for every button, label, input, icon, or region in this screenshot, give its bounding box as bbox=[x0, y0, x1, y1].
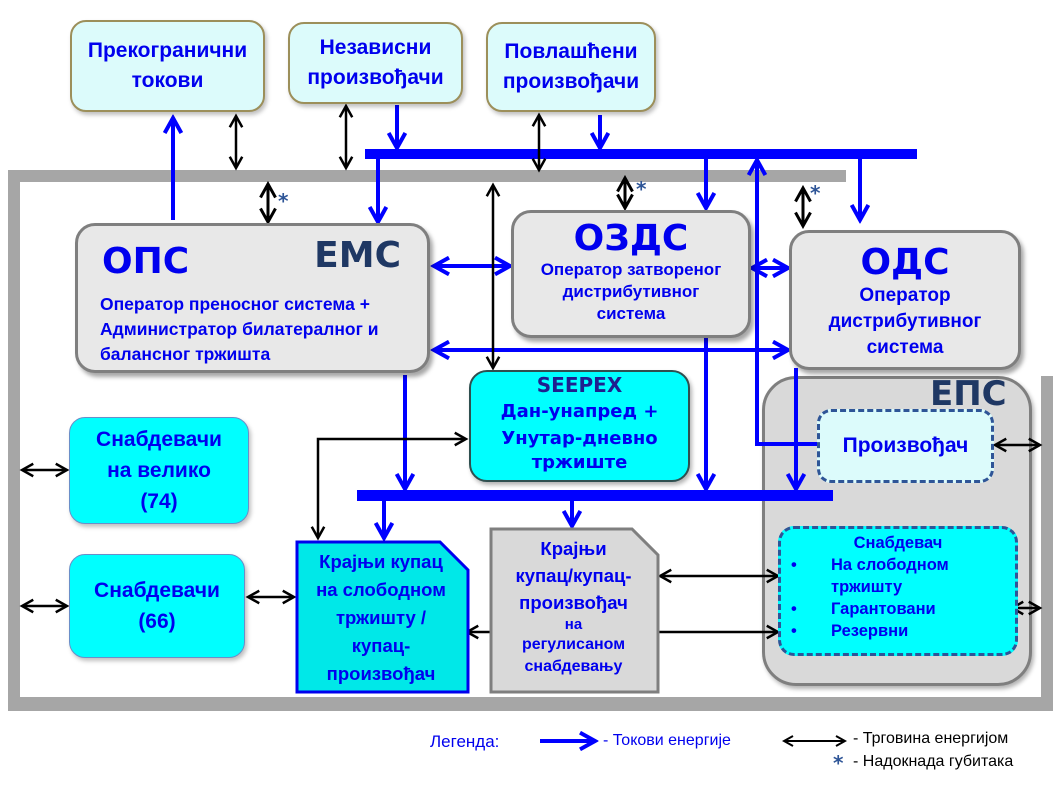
outer-frame-bottom bbox=[8, 697, 1053, 711]
ops-description: Оператор преносног система + Администрат… bbox=[100, 292, 379, 367]
seepex-line3: тржиште bbox=[531, 452, 628, 473]
ods-line2: дистрибутивног bbox=[828, 311, 982, 332]
suppliers-line2: (66) bbox=[138, 610, 176, 633]
ops-box: ОПС ЕМС Оператор преносног система + Адм… bbox=[75, 223, 430, 373]
ops-line2: Администратор билатералног и bbox=[100, 319, 379, 339]
free-customer-box: Крајњи купац на слободном тржишту / купа… bbox=[297, 545, 465, 691]
regulated-line6: снабдевању bbox=[524, 658, 623, 675]
privileged-line1: Повлашћени bbox=[504, 40, 638, 63]
regulated-line2: купац/купац- bbox=[515, 565, 632, 586]
wholesale-line2: на велико bbox=[107, 459, 211, 482]
trade-seepex-free-customer bbox=[318, 439, 466, 538]
supplier-title: Снабдевач bbox=[853, 534, 943, 552]
suppliers-line1: Снабдевачи bbox=[94, 579, 220, 602]
legend-loss-compensation: - Надокнада губитака bbox=[853, 753, 1014, 770]
ozds-line3: система bbox=[596, 304, 666, 323]
top-energy-bus bbox=[365, 149, 917, 159]
cross-border-flows-box: Прекогранични токови bbox=[70, 20, 265, 112]
seepex-line1: Дан-унапред + bbox=[500, 401, 659, 422]
regulated-line3: произвођач bbox=[519, 592, 628, 613]
independent-producers-box: Независни произвођачи bbox=[288, 22, 463, 104]
regulated-line4: на bbox=[564, 616, 583, 633]
free-customer-shape bbox=[295, 540, 470, 694]
wholesale-suppliers-box: Снабдевачи на велико (74) bbox=[69, 417, 249, 524]
eps-producer-box: Произвођач bbox=[817, 409, 994, 483]
regulated-customer-box: Крајњи купац/купац- произвођач на регули… bbox=[491, 531, 656, 695]
regulated-line5: регулисаном bbox=[521, 636, 626, 653]
outer-frame-top bbox=[8, 170, 846, 182]
seepex-title: SEEPEX bbox=[536, 373, 623, 397]
eps-title: ЕПС bbox=[930, 374, 1007, 414]
producer-label: Произвођач bbox=[842, 434, 969, 457]
outer-frame-left bbox=[8, 170, 20, 711]
lower-energy-bus bbox=[357, 490, 833, 501]
regulated-customer-shape bbox=[489, 527, 660, 694]
wholesale-line1: Снабдевачи bbox=[96, 428, 222, 451]
seepex-line2: Унутар-дневно bbox=[501, 428, 658, 449]
ozds-box: ОЗДС Оператор затвореног дистрибутивног … bbox=[511, 210, 751, 338]
ods-line3: система bbox=[866, 337, 944, 358]
seepex-box: SEEPEX Дан-унапред + Унутар-дневно тржиш… bbox=[469, 370, 690, 482]
outer-frame-right bbox=[1041, 376, 1053, 711]
privileged-line2: произвођачи bbox=[502, 70, 640, 93]
ops-abbr: ОПС bbox=[102, 241, 190, 282]
supplier-item: • Резервни bbox=[791, 622, 909, 640]
legend-energy-flow: - Токови енергије bbox=[603, 732, 731, 749]
ods-abbr: ОДС bbox=[860, 242, 950, 283]
cross-border-line1: Прекогранични bbox=[87, 39, 248, 62]
ods-box: ОДС Оператор дистрибутивног система bbox=[789, 230, 1021, 370]
free-customer-line1: Крајњи купац bbox=[319, 551, 443, 572]
asterisk-ops: * bbox=[278, 189, 289, 213]
ozds-abbr: ОЗДС bbox=[573, 218, 689, 259]
free-customer-line4: купац- bbox=[351, 635, 411, 656]
supplier-item: • Гарантовани bbox=[791, 600, 936, 618]
cross-border-line2: токови bbox=[131, 69, 204, 92]
asterisk-ozds: * bbox=[636, 177, 647, 201]
privileged-producers-box: Повлашћени произвођачи bbox=[486, 22, 656, 112]
eps-supplier-box: Снабдевач • На слободном тржишту • Гаран… bbox=[778, 526, 1018, 656]
wholesale-line3: (74) bbox=[140, 490, 178, 513]
suppliers-box: Снабдевачи (66) bbox=[69, 554, 245, 658]
legend-trade: - Трговина енергијом bbox=[853, 730, 1009, 747]
free-customer-line3: тржишту / bbox=[335, 607, 427, 628]
asterisk-ods: * bbox=[810, 181, 821, 205]
ops-line3: балансног тржишта bbox=[100, 344, 271, 364]
ozds-line2: дистрибутивног bbox=[562, 282, 700, 301]
regulated-line1: Крајњи bbox=[540, 538, 607, 559]
ods-line1: Оператор bbox=[859, 285, 951, 306]
legend-title: Легенда: bbox=[430, 732, 500, 751]
supplier-item: • На слободном bbox=[791, 556, 949, 574]
supplier-item-cont: тржишту bbox=[831, 578, 903, 596]
free-customer-line2: на слободном bbox=[316, 579, 446, 600]
independent-line1: Независни bbox=[319, 36, 432, 59]
ozds-line1: Оператор затвореног bbox=[540, 260, 722, 279]
ems-label: ЕМС bbox=[314, 235, 401, 276]
ops-line1: Оператор преносног система + bbox=[100, 294, 370, 314]
independent-line2: произвођачи bbox=[307, 66, 444, 89]
free-customer-line5: произвођач bbox=[326, 663, 436, 684]
